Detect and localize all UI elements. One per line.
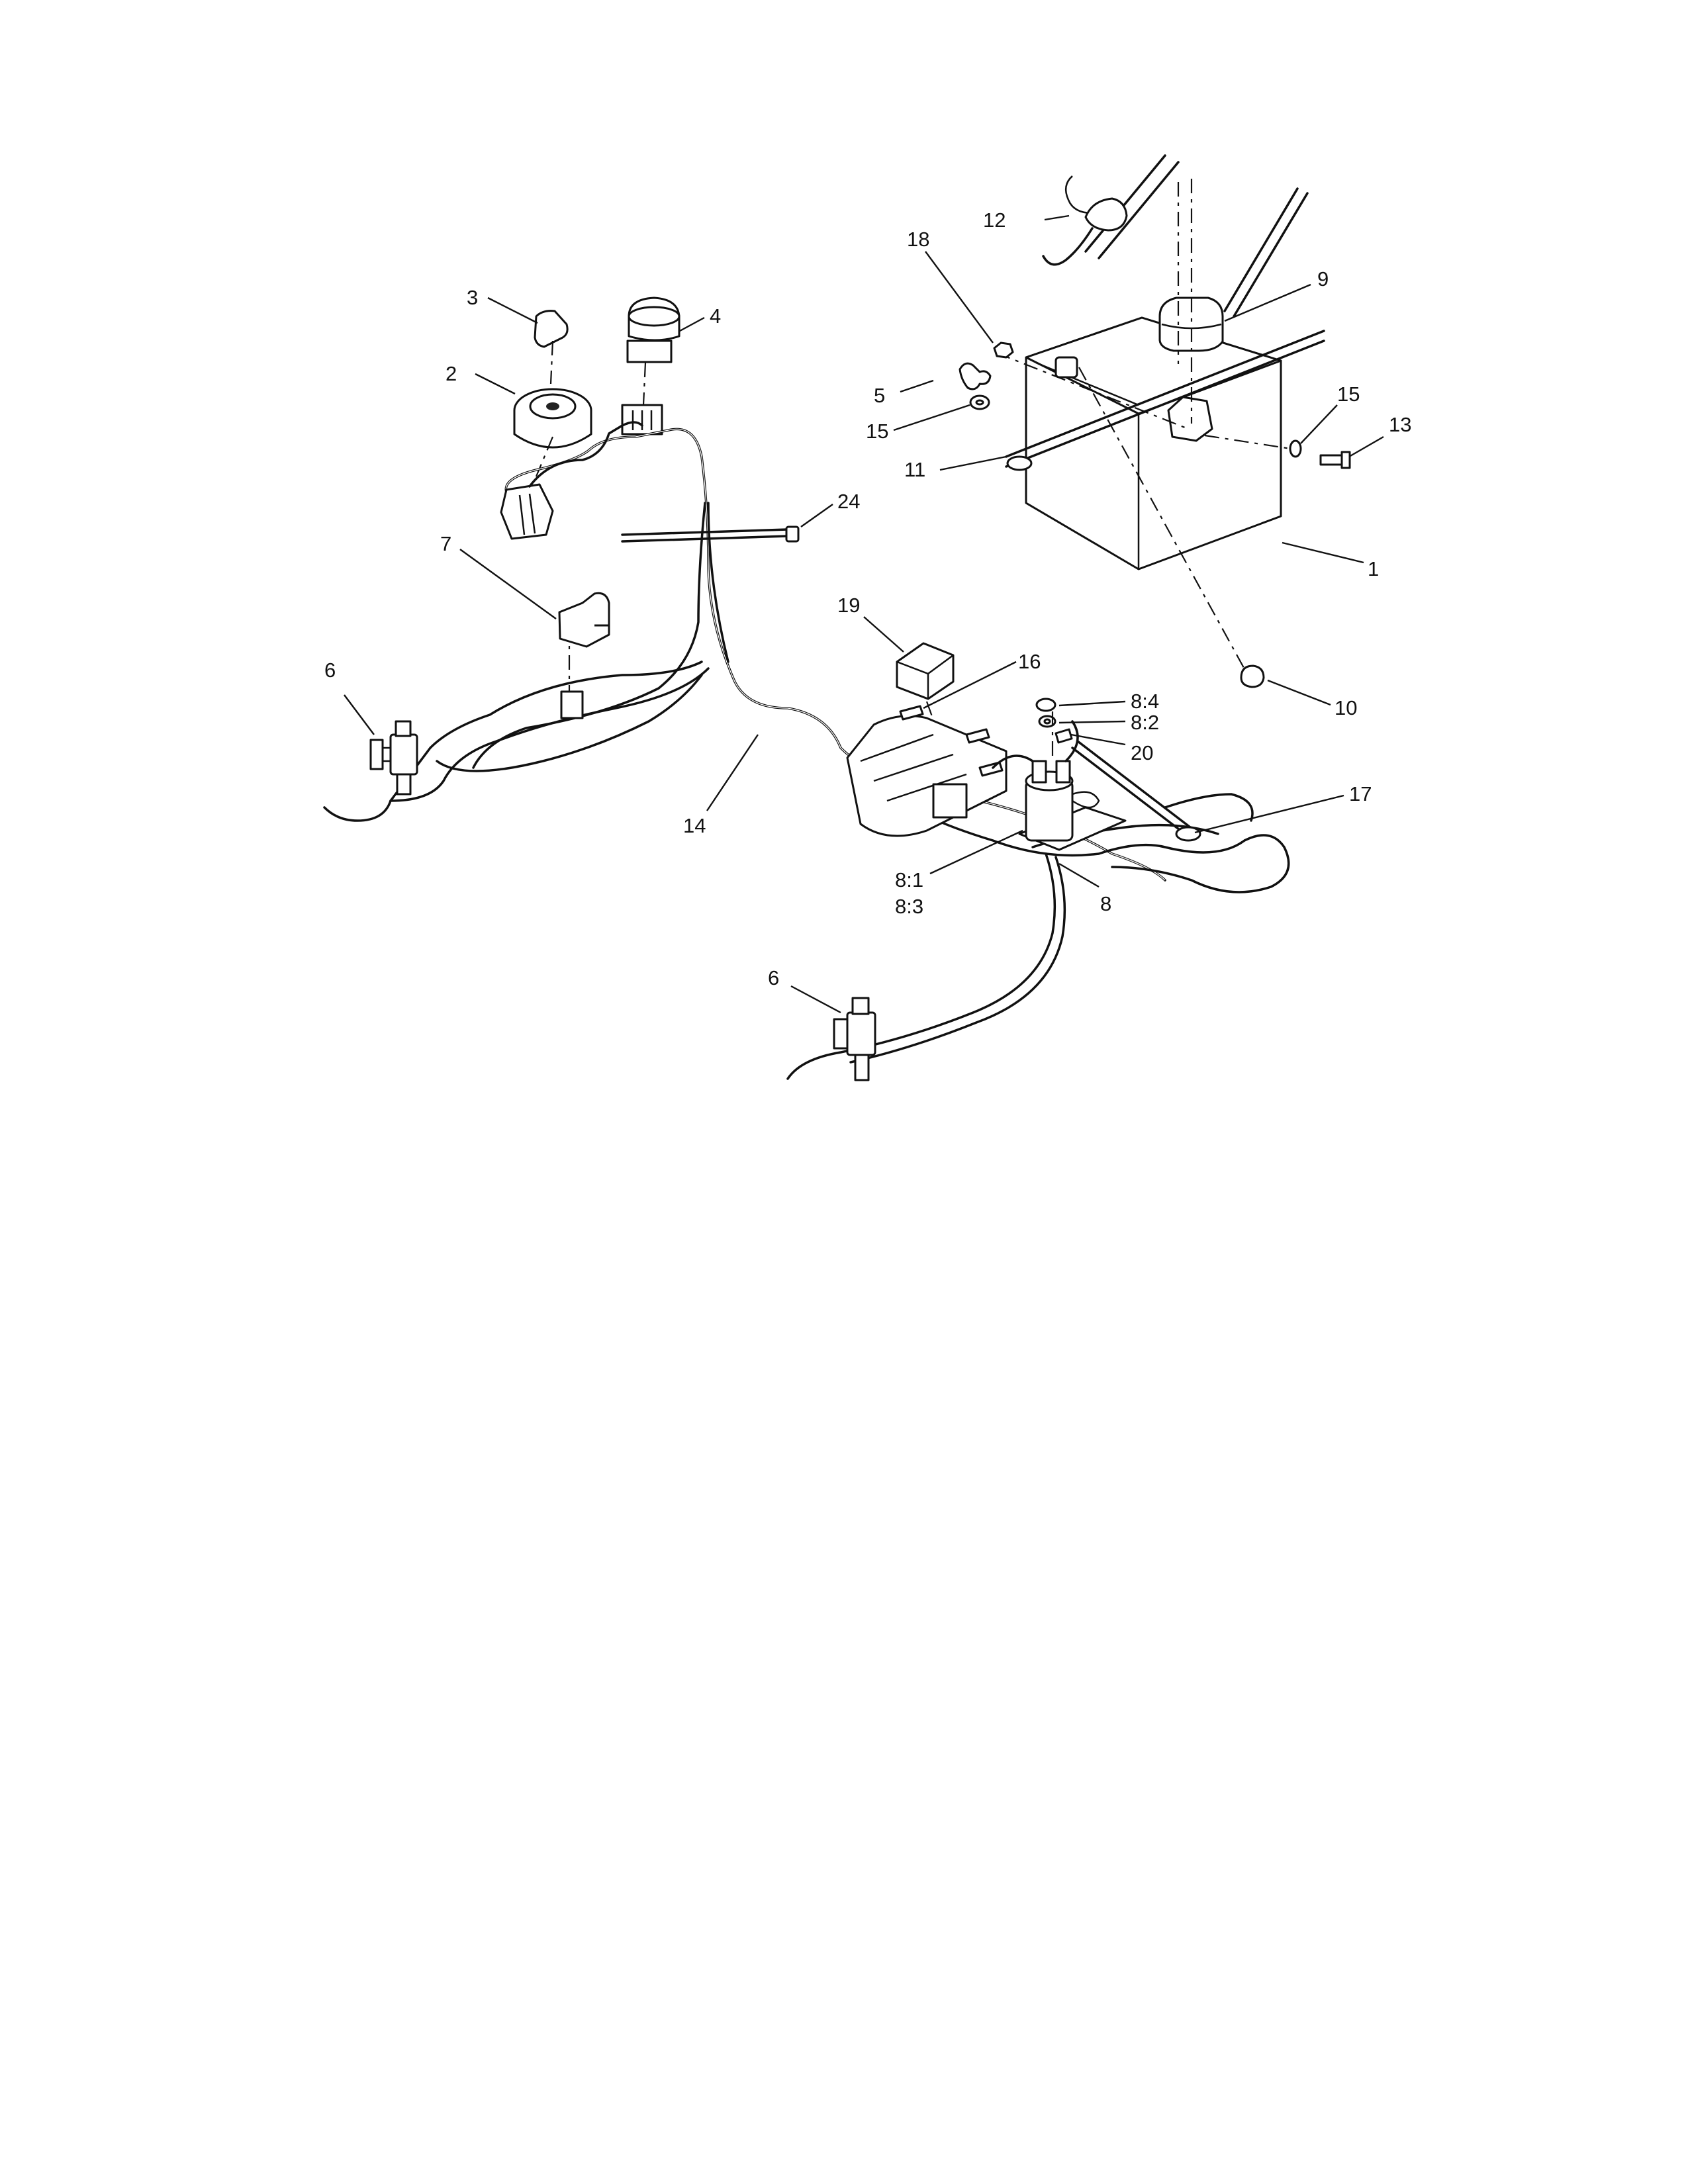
- plunger-switch-icon: [833, 997, 876, 1081]
- hardware-icon: [959, 341, 1351, 688]
- wire-harness: [323, 421, 1290, 1080]
- callout-3: 3: [467, 286, 478, 309]
- callout-5: 5: [874, 384, 885, 407]
- bracket: [846, 705, 1008, 837]
- push-button-switch-icon: [621, 296, 680, 435]
- strap-hook-icon: [1042, 154, 1180, 266]
- callout-12: 12: [983, 208, 1006, 232]
- plunger-switch-icon: [558, 592, 610, 648]
- callout-19: 19: [837, 594, 860, 617]
- callout-7: 7: [440, 532, 451, 555]
- callout-1: 1: [1368, 557, 1379, 580]
- callout-8-4: 8:4: [1131, 690, 1159, 713]
- callout-24: 24: [837, 490, 860, 513]
- callout-16: 16: [1018, 650, 1041, 673]
- callout-13: 13: [1389, 413, 1411, 436]
- callout-15a: 15: [866, 420, 888, 443]
- callout-9: 9: [1317, 267, 1329, 291]
- callout-8-2: 8:2: [1131, 711, 1159, 734]
- callout-18: 18: [907, 228, 929, 251]
- battery-cable: [1005, 330, 1325, 471]
- leader-lines: [344, 214, 1384, 1014]
- key-icon: [534, 310, 569, 385]
- plunger-switch-icon: [369, 720, 418, 796]
- callout-labels: 1 2 3 4 5 6 6 7 8 8:1 8:3 8:4 8:2 20 9 1…: [324, 208, 1411, 989]
- callout-14: 14: [683, 814, 706, 837]
- callout-8-1: 8:1: [895, 868, 923, 891]
- callout-8-3: 8:3: [895, 895, 923, 918]
- callout-15b: 15: [1337, 383, 1360, 406]
- solenoid-icon: [992, 698, 1201, 851]
- callout-20: 20: [1131, 741, 1153, 764]
- callout-4: 4: [710, 304, 721, 328]
- callout-6b: 6: [768, 966, 779, 989]
- terminal-boot-icon: [1158, 187, 1309, 352]
- callout-17: 17: [1349, 782, 1372, 805]
- callout-2: 2: [445, 362, 457, 385]
- callout-6a: 6: [324, 659, 336, 682]
- callout-11: 11: [904, 458, 925, 481]
- assembly-lines: [996, 179, 1291, 676]
- callout-10: 10: [1335, 696, 1357, 719]
- ignition-switch-icon: [513, 388, 592, 477]
- callout-8: 8: [1100, 892, 1111, 915]
